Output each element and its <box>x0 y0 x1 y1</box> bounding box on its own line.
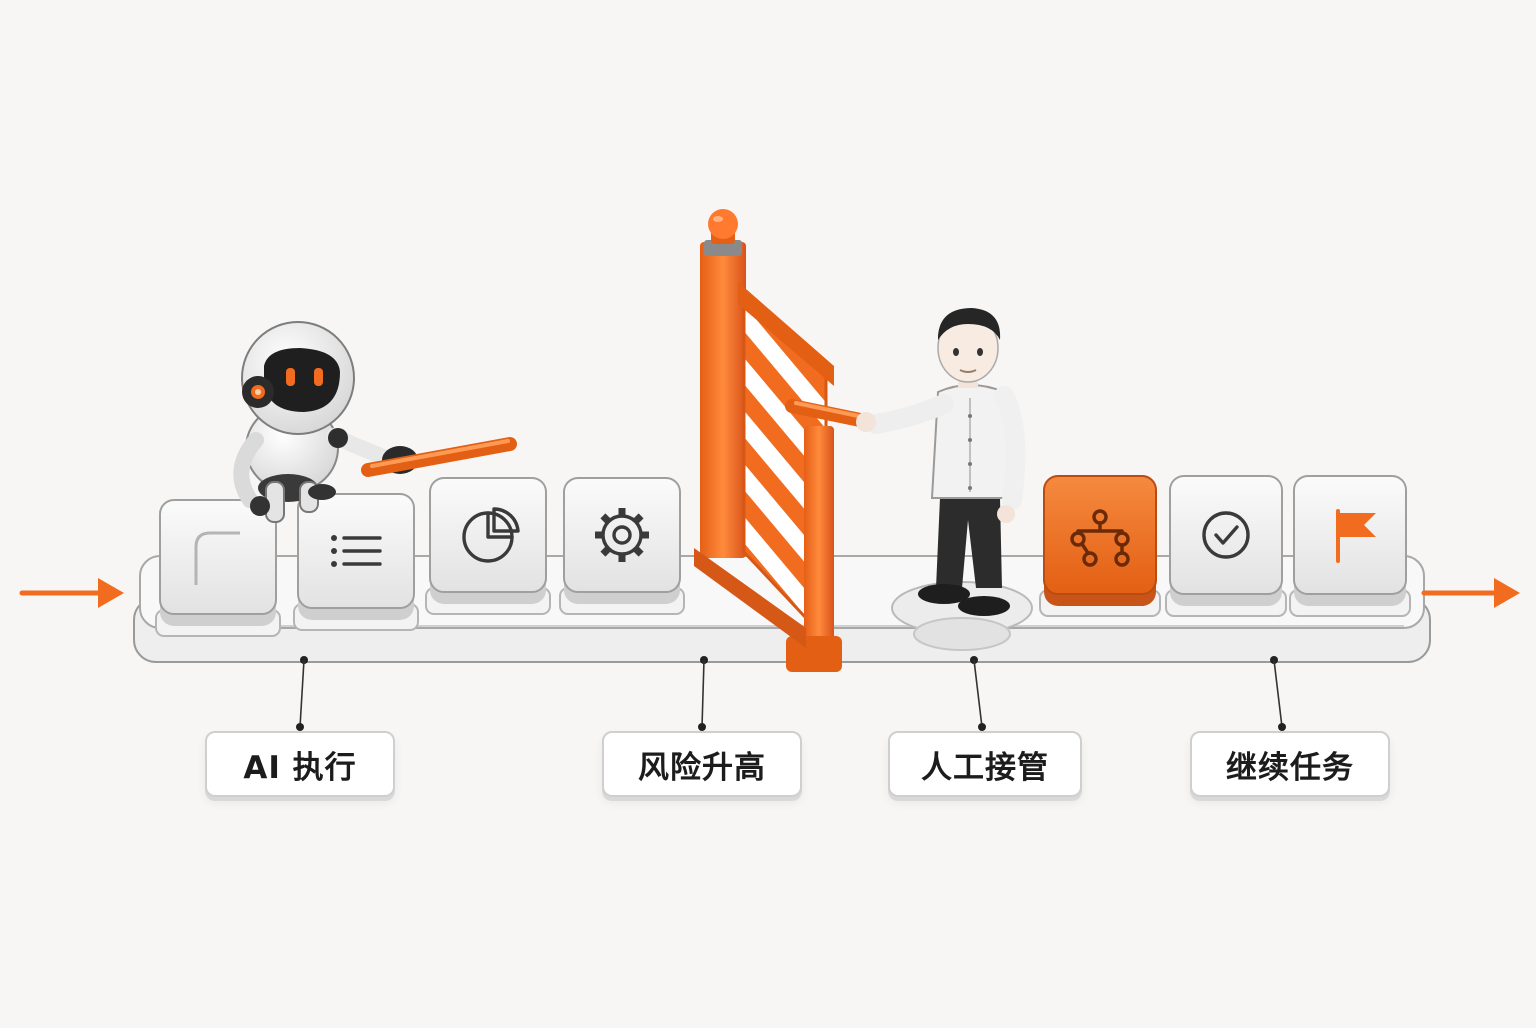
gear-icon <box>595 508 649 562</box>
check-circle-icon <box>1202 511 1250 559</box>
task-block <box>1165 475 1287 617</box>
task-block <box>1039 475 1161 617</box>
output-arrow-icon <box>1421 578 1520 608</box>
stage-label-ai: AI 执行 <box>205 731 395 797</box>
blank-block-icon <box>194 531 240 585</box>
stage-label-continue: 继续任务 <box>1190 731 1390 797</box>
stage-label-human: 人工接管 <box>888 731 1082 797</box>
flag-icon <box>1336 509 1376 563</box>
left-task-blocks <box>155 477 685 637</box>
task-block <box>155 499 281 637</box>
list-icon <box>331 535 382 567</box>
connector-line <box>1270 656 1286 731</box>
barrier-gate-icon <box>694 209 842 672</box>
person-icon <box>856 308 1033 651</box>
stage-label-risk: 风险升高 <box>602 731 802 797</box>
connector-line <box>698 656 708 731</box>
task-block <box>425 477 551 615</box>
connector-line <box>970 656 986 731</box>
robot-icon <box>233 321 418 523</box>
right-task-blocks <box>1039 475 1411 617</box>
flowchart-icon <box>1070 509 1130 567</box>
input-arrow-icon <box>19 578 124 608</box>
pie-chart-icon <box>462 507 520 563</box>
stage-connectors <box>296 656 1286 731</box>
task-block <box>559 477 685 615</box>
task-block <box>293 493 419 631</box>
connector-line <box>296 656 308 731</box>
task-block <box>1289 475 1411 617</box>
